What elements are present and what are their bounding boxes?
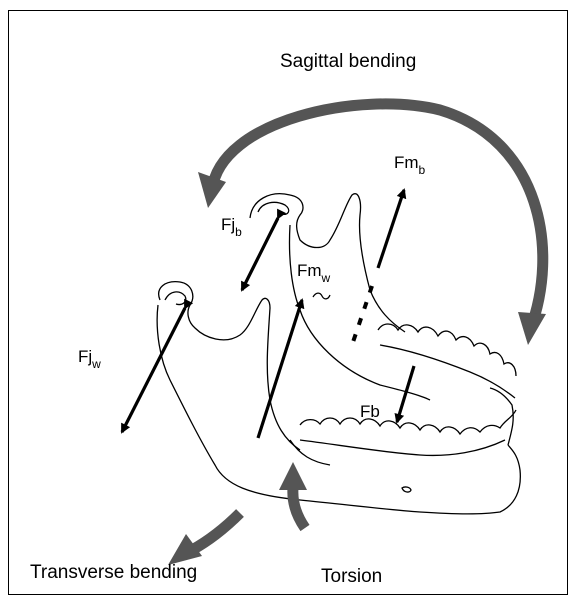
mental-foramen: [402, 487, 411, 492]
torsion-arrow: [279, 462, 307, 528]
lower-teeth-base: [300, 440, 505, 455]
transverse-arrowhead: [168, 534, 202, 565]
fm-b-dotted-line: [352, 286, 372, 345]
sagittal-bending-label: Sagittal bending: [280, 51, 416, 72]
balancing-ramus-back: [289, 225, 430, 400]
fm-b-label: Fmb: [394, 153, 426, 177]
balancing-condyle: [250, 194, 405, 332]
fm-w-tilde: [313, 293, 330, 299]
mandible-body-front: [490, 388, 513, 445]
transverse-bending-arrow: [168, 513, 240, 565]
fj-b-arrow: [242, 218, 278, 290]
lower-teeth-row: [300, 410, 516, 434]
fm-w-label: Fmw: [297, 261, 331, 285]
transverse-bending-label: Transverse bending: [30, 562, 197, 583]
fm-b-arrow: [378, 190, 404, 268]
fj-w-arrow: [122, 308, 185, 432]
working-condyle: [159, 282, 300, 450]
sagittal-arrowhead-right: [518, 312, 546, 345]
torsion-label: Torsion: [321, 566, 382, 587]
fj-b-label: Fjb: [221, 215, 242, 239]
fm-w-arrow: [258, 300, 302, 438]
torsion-arrowhead: [279, 462, 307, 490]
balancing-condyle-inner: [258, 202, 289, 214]
sagittal-arrowhead-left: [198, 172, 226, 208]
force-vectors: [122, 190, 414, 438]
sagittal-bending-arrow: [198, 104, 546, 345]
working-condyle-inner: [165, 292, 186, 305]
fb-label: Fb: [360, 402, 380, 421]
upper-teeth-row: [378, 324, 516, 376]
fj-w-label: Fjw: [78, 347, 101, 371]
mandible-drawing: [157, 194, 520, 514]
